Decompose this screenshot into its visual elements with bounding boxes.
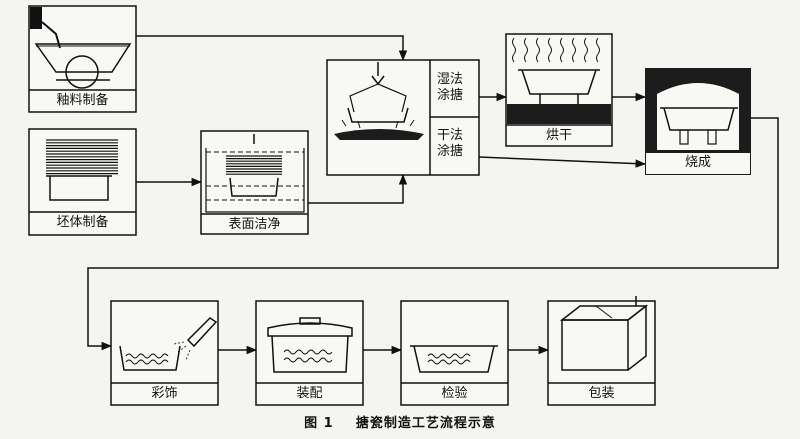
heat-wave-line [548, 37, 552, 63]
body-prep-step [28, 128, 137, 236]
surface-clean-step [200, 130, 309, 235]
label-packaging: 包装 [588, 386, 615, 401]
arrow-firing-to-decoration [87, 117, 779, 351]
drying-step [505, 33, 613, 147]
arrow-clean-to-coating [308, 173, 408, 204]
glaze-prep-step [28, 5, 137, 113]
heat-wave-line [536, 37, 540, 63]
label-drying: 烘干 [545, 128, 572, 143]
label-dry-coating: 干法 涂搪 [437, 128, 464, 159]
heat-wave-line [560, 37, 564, 63]
label-assembly: 装配 [296, 386, 323, 401]
sheet-in-tank [226, 155, 282, 175]
label-surface-clean: 表面洁净 [228, 217, 281, 232]
steel-sheet-stack [46, 139, 118, 175]
enamel-coating-step [326, 59, 480, 176]
heat-wave-line [524, 37, 528, 63]
firing-step [645, 68, 751, 175]
packaging-step [547, 296, 656, 406]
label-firing: 烧成 [684, 155, 711, 170]
arrow-glaze-to-coating [136, 35, 408, 62]
figure-number: 图 1 [304, 416, 334, 431]
label-decoration: 彩饰 [151, 386, 178, 401]
label-body-prep: 坯体制备 [56, 215, 109, 230]
figure-title: 搪瓷制造工艺流程示意 [355, 416, 496, 431]
label-wet-coating: 湿法 涂搪 [437, 72, 464, 103]
assembly-step [255, 300, 364, 406]
decoration-step [110, 300, 219, 406]
label-inspection: 检验 [441, 386, 468, 401]
arrow-dry-to-firing [478, 156, 647, 168]
heat-wave-line [572, 37, 576, 63]
flow-arrows [87, 35, 779, 355]
heat-waves [512, 37, 600, 63]
label-glaze-prep: 釉料制备 [56, 93, 109, 108]
heat-wave-line [512, 37, 516, 63]
figure-caption: 图 1 搪瓷制造工艺流程示意 [0, 412, 800, 431]
heat-wave-line [584, 37, 588, 63]
heat-wave-line [596, 37, 600, 63]
